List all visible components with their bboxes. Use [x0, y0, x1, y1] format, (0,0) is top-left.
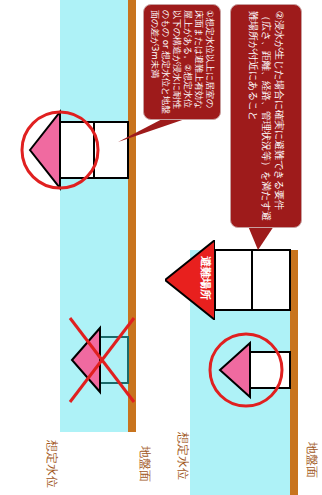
shelter-roof: 避難場所 — [165, 240, 215, 320]
water-band — [60, 0, 128, 432]
text: 避難場所 — [198, 256, 212, 304]
level-label: 想定水位 — [175, 432, 189, 486]
shelter-upper-floor — [215, 250, 252, 310]
level-label: 地盤面 — [304, 442, 318, 486]
text: ②浸水が生じた場合に確実に避難できる要件（広さ、距離、経路、管理状況等）を満たす… — [247, 11, 286, 223]
ground-strip — [290, 250, 298, 495]
water-band — [190, 250, 290, 495]
ground-strip — [128, 0, 136, 432]
level-label: 想定水位 — [44, 440, 58, 494]
level-label: 地盤面 — [137, 446, 151, 490]
ok-circle — [210, 334, 282, 406]
callout-tail — [248, 226, 274, 250]
roof-triangle — [165, 240, 215, 320]
house-roof — [220, 343, 250, 397]
house-upper-floor — [60, 122, 94, 178]
ng-cross — [70, 318, 134, 402]
text: ①想定水位以上に居室の床面または避難上有効な屋上がある。②想定水位以下の構造が浸… — [149, 10, 215, 116]
ok-circle — [22, 112, 98, 188]
house-body — [250, 352, 290, 388]
callout-box: ①想定水位以上に居室の床面または避難上有効な屋上がある。②想定水位以下の構造が浸… — [143, 4, 221, 120]
shelter-lower-floor — [252, 250, 290, 310]
ng-cross — [70, 318, 134, 402]
callout-box: ②浸水が生じた場合に確実に避難できる要件（広さ、距離、経路、管理状況等）を満たす… — [230, 4, 302, 228]
